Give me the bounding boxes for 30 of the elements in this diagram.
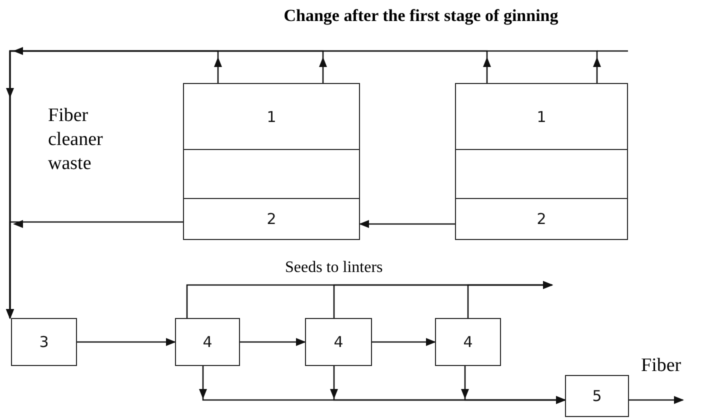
flow-arrow bbox=[372, 338, 436, 346]
flow-arrow bbox=[467, 281, 553, 318]
machine-section bbox=[455, 83, 628, 150]
waste-label: Fiber cleaner waste bbox=[48, 104, 104, 176]
process-box bbox=[435, 318, 501, 366]
flow-arrow bbox=[6, 221, 183, 319]
machine-section bbox=[455, 198, 628, 240]
flow-arrow bbox=[77, 338, 176, 346]
flow-arrow bbox=[464, 366, 566, 404]
step-number: 1 bbox=[536, 108, 546, 126]
empty-section bbox=[455, 149, 628, 200]
process-box bbox=[175, 318, 240, 366]
flow-arrow bbox=[629, 396, 684, 404]
machine-section bbox=[183, 198, 360, 240]
process-box bbox=[305, 318, 372, 366]
process-box bbox=[565, 375, 629, 417]
step-number: 2 bbox=[266, 210, 276, 228]
step-number: 4 bbox=[463, 333, 473, 351]
step-number: 1 bbox=[266, 108, 276, 126]
empty-section bbox=[183, 149, 360, 200]
step-number: 2 bbox=[536, 210, 546, 228]
process-box bbox=[11, 318, 77, 366]
flow-arrow bbox=[359, 220, 455, 228]
step-number: 4 bbox=[334, 333, 344, 351]
machine-section bbox=[183, 83, 360, 150]
step-number: 3 bbox=[39, 333, 49, 351]
step-number: 5 bbox=[592, 387, 602, 405]
diagram-title: Change after the first stage of ginning bbox=[282, 6, 560, 26]
step-number: 4 bbox=[202, 333, 212, 351]
flow-arrow bbox=[240, 338, 306, 346]
